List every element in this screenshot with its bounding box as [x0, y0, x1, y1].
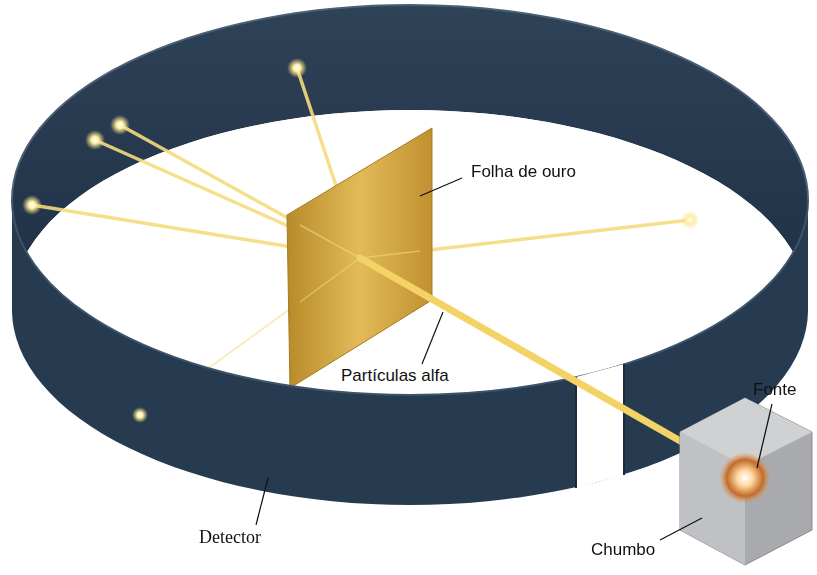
rays-through-foil — [300, 225, 420, 302]
leader-lines — [256, 178, 772, 540]
detector-front-rim — [12, 200, 808, 395]
impact-glow-front — [132, 407, 148, 423]
part-label: Detector — [196, 527, 264, 548]
part-label: Fonte — [750, 380, 799, 400]
part-label: Partículas alfa — [338, 366, 452, 386]
part-label: Chumbo — [588, 540, 658, 560]
part-label: Folha de ouro — [468, 162, 579, 182]
lead-block — [680, 398, 812, 565]
